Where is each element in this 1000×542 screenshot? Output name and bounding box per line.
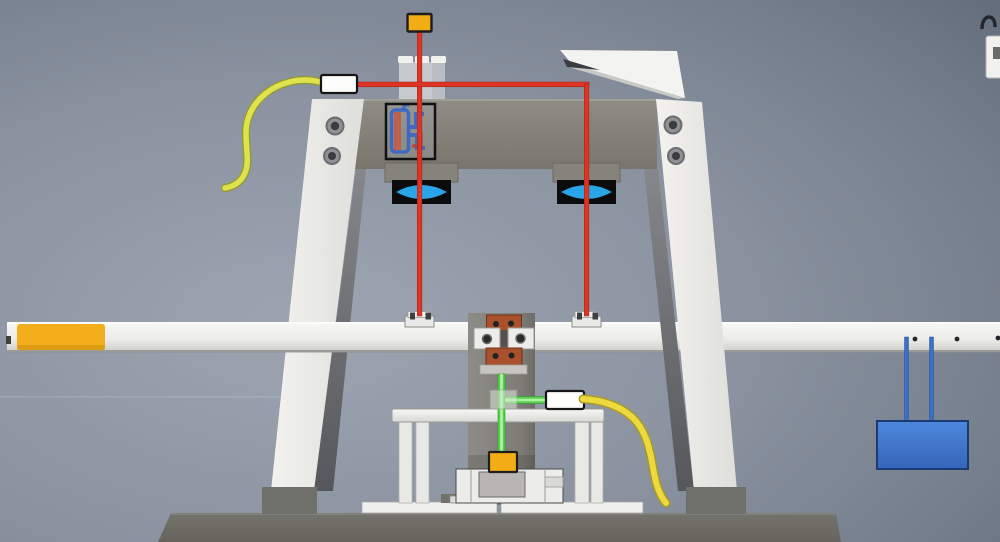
floor-line [0, 396, 300, 398]
positioning-table [391, 408, 605, 504]
flexure-frame [389, 108, 411, 154]
rail-hole [995, 335, 1000, 341]
gantry-leg-right [643, 98, 737, 491]
rail-hole [912, 336, 918, 342]
table-leg [415, 420, 430, 504]
rail-hole [954, 336, 960, 342]
fiber-collimator-left [319, 73, 359, 95]
red-beam-horizontal [355, 81, 590, 88]
leg-foot-left [262, 487, 317, 514]
fiber-left [222, 77, 323, 191]
breadboard-plate-left [361, 501, 498, 514]
side-panel-glyph [993, 47, 1000, 59]
top-emitter [406, 12, 433, 33]
mirror-bracket [560, 50, 685, 99]
table-leg [398, 420, 413, 504]
breadboard-plate-right [500, 501, 644, 514]
rail-end-mark [6, 336, 11, 344]
green-beam-collimator [544, 389, 586, 411]
table-leg [590, 420, 604, 504]
cursor-glyph [980, 15, 997, 30]
photodetector-box [876, 336, 969, 470]
mirror-surface [570, 64, 685, 99]
mirror-bracket-body [560, 50, 685, 98]
detector-body [876, 420, 969, 470]
specimen-clamp [473, 314, 535, 375]
leg-foot-right [686, 487, 746, 514]
mirror-dark-wedge [563, 59, 600, 70]
flexure-device [384, 102, 437, 161]
base-plate [158, 513, 841, 542]
ui-fragments [980, 15, 1000, 79]
red-beam-right-vertical [584, 83, 590, 317]
flexure-outline [384, 102, 437, 161]
detector-lead-left [904, 336, 909, 423]
beam-splitter-cube [489, 389, 518, 410]
detector-lead-right [929, 336, 934, 423]
green-beam [489, 373, 548, 455]
fiber-right [580, 396, 669, 506]
red-beam-left-vertical [417, 30, 423, 317]
bottom-emitter [487, 450, 519, 474]
micro-stage [441, 468, 564, 504]
clamp-copper-bottom [485, 347, 523, 367]
flexure-red-bar [394, 112, 401, 150]
table-leg [574, 420, 590, 504]
rail-orange-slider [17, 324, 105, 350]
clamp-base-plate [479, 364, 528, 375]
